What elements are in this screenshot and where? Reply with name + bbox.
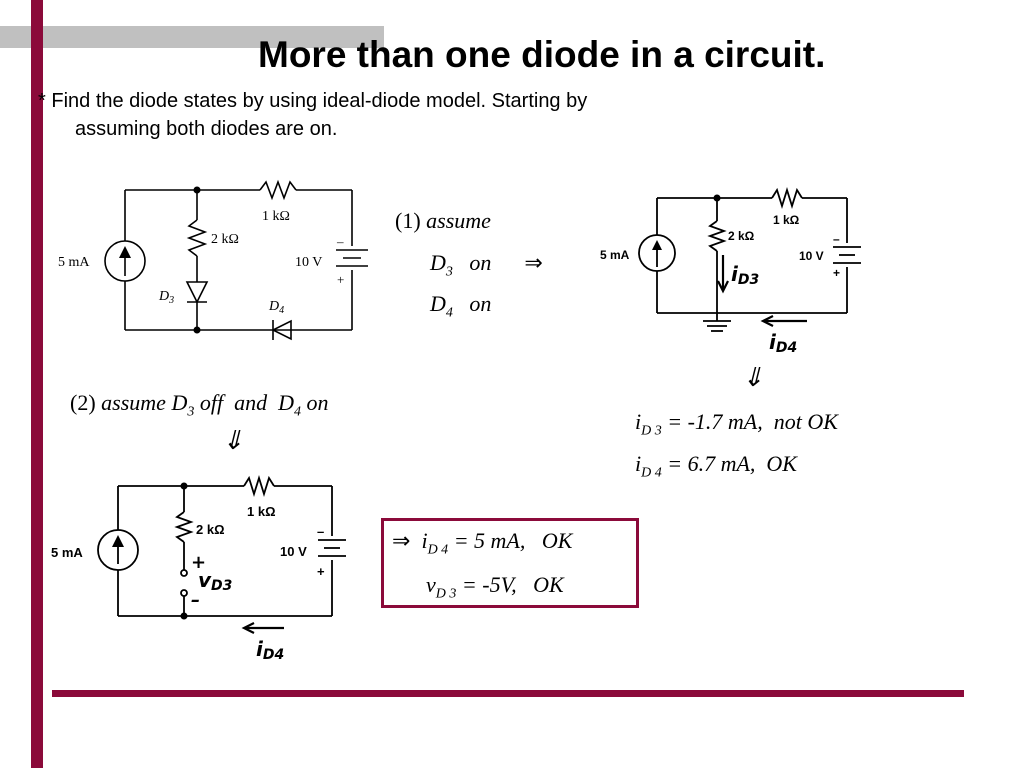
d3-off-circuit-diagram: 5 mA 2 kΩ 1 kΩ 10 V – + + – vD3 iD4 [51,474,346,663]
current-source-label: 5 mA [51,545,83,560]
final-vd3-line: vD 3 = -5V, OK [426,572,564,602]
battery-minus-label: – [833,232,840,246]
original-circuit-diagram: 5 mA 2 kΩ 1 kΩ 10 V – + D3 D4 [58,179,368,341]
handwritten-vd3-label: vD3 [198,568,232,594]
id3-symbol: i [635,409,642,434]
battery-plus-label: + [337,272,344,287]
step1-d3-subscript: 3 [445,264,453,280]
step1-d4-state: on [469,291,492,316]
decorative-bottom-rule [52,690,964,697]
subtitle-line-1: Find the diode states by using ideal-dio… [51,90,588,112]
resistor-2k-label: 2 kΩ [728,229,755,243]
id4-subscript: D 4 [641,465,662,481]
resistor-1k-label: 1 kΩ [247,504,276,519]
id4-value: = 6.7 mA, [667,451,756,476]
step2-assume-line: (2) assume D3 off and D4 on [70,390,328,420]
final-id4-symbol: i [421,528,428,553]
handwritten-id4-label: iD4 [256,637,284,663]
resistor-1k-label: 1 kΩ [773,213,800,227]
step1-implies-arrow: ⇒ [524,250,543,275]
step1-number: (1) [395,208,421,233]
step2-d3-state: off [199,390,224,415]
final-vd3-symbol: v [426,572,436,597]
step2-d4-symbol: D [278,390,294,415]
final-implies-arrow: ⇒ [392,528,411,553]
step2-and: and [234,390,268,415]
voltage-source-label: 10 V [280,544,307,559]
step1-d3-state: on [469,250,492,275]
current-source-label: 5 mA [600,248,630,262]
step1-d3-line: D3 on ⇒ [430,250,543,280]
d4-label: D4 [268,299,284,316]
resistor-2k-label: 2 kΩ [196,522,225,537]
step2-assume: assume [101,390,166,415]
step1-d4-symbol: D [430,291,446,316]
down-arrow-step1: ⇓ [742,363,764,392]
final-id4-status: OK [541,528,573,553]
final-result-box [381,518,639,608]
step2-number: (2) [70,390,96,415]
decorative-sidebar-bar [31,0,43,768]
step1-d3-symbol: D [430,250,446,275]
final-id4-subscript: D 4 [427,542,449,558]
step1-d4-line: D4 on [430,291,491,321]
step2-d4-subscript: 4 [293,404,301,420]
voltage-source-label: 10 V [799,249,824,263]
battery-plus-label: + [833,266,840,280]
resistor-2k-label: 2 kΩ [211,232,239,247]
final-vd3-value: = -5V, [461,572,517,597]
resistor-1k-label: 1 kΩ [262,209,290,224]
final-id4-value: = 5 mA, [453,528,526,553]
id4-symbol: i [635,451,642,476]
step1-assume-line: (1) assume [395,208,491,234]
final-vd3-subscript: D 3 [435,586,457,602]
step1-d4-subscript: 4 [445,305,453,321]
step2-d3-symbol: D [171,390,188,415]
decorative-grey-bar [0,26,384,48]
final-vd3-status: OK [533,572,564,597]
subtitle-line-2: assuming both diodes are on. [75,118,338,140]
id4-status: OK [766,451,797,476]
id3-status: not OK [773,409,838,434]
slide-subtitle: * Find the diode states by using ideal-d… [38,87,858,143]
battery-minus-label: – [336,234,344,249]
result-id3-line: iD 3 = -1.7 mA, not OK [635,409,838,439]
step2-d4-state: on [306,390,329,415]
bullet-marker: * [38,90,46,112]
voltage-source-label: 10 V [295,255,322,270]
slide-title: More than one diode in a circuit. [258,34,826,75]
battery-plus-label: + [317,564,325,579]
vd3-minus-sign: – [191,590,200,611]
battery-minus-label: – [317,524,324,539]
result-id4-line: iD 4 = 6.7 mA, OK [635,451,797,481]
both-on-circuit-diagram: 5 mA 2 kΩ 1 kΩ 10 V – + iD3 iD4 [600,186,861,356]
vd3-plus-sign: + [191,552,206,573]
step2-d3-subscript: 3 [187,404,195,420]
current-source-label: 5 mA [58,255,90,270]
final-id4-line: ⇒ iD 4 = 5 mA, OK [392,528,572,558]
handwritten-id3-label: iD3 [731,262,759,288]
handwritten-id4-label: iD4 [769,330,797,356]
id3-subscript: D 3 [641,423,662,439]
id3-value: = -1.7 mA, [667,409,763,434]
d3-label: D3 [158,289,174,306]
step1-assume: assume [426,208,491,233]
down-arrow-step2: ⇓ [222,426,244,455]
